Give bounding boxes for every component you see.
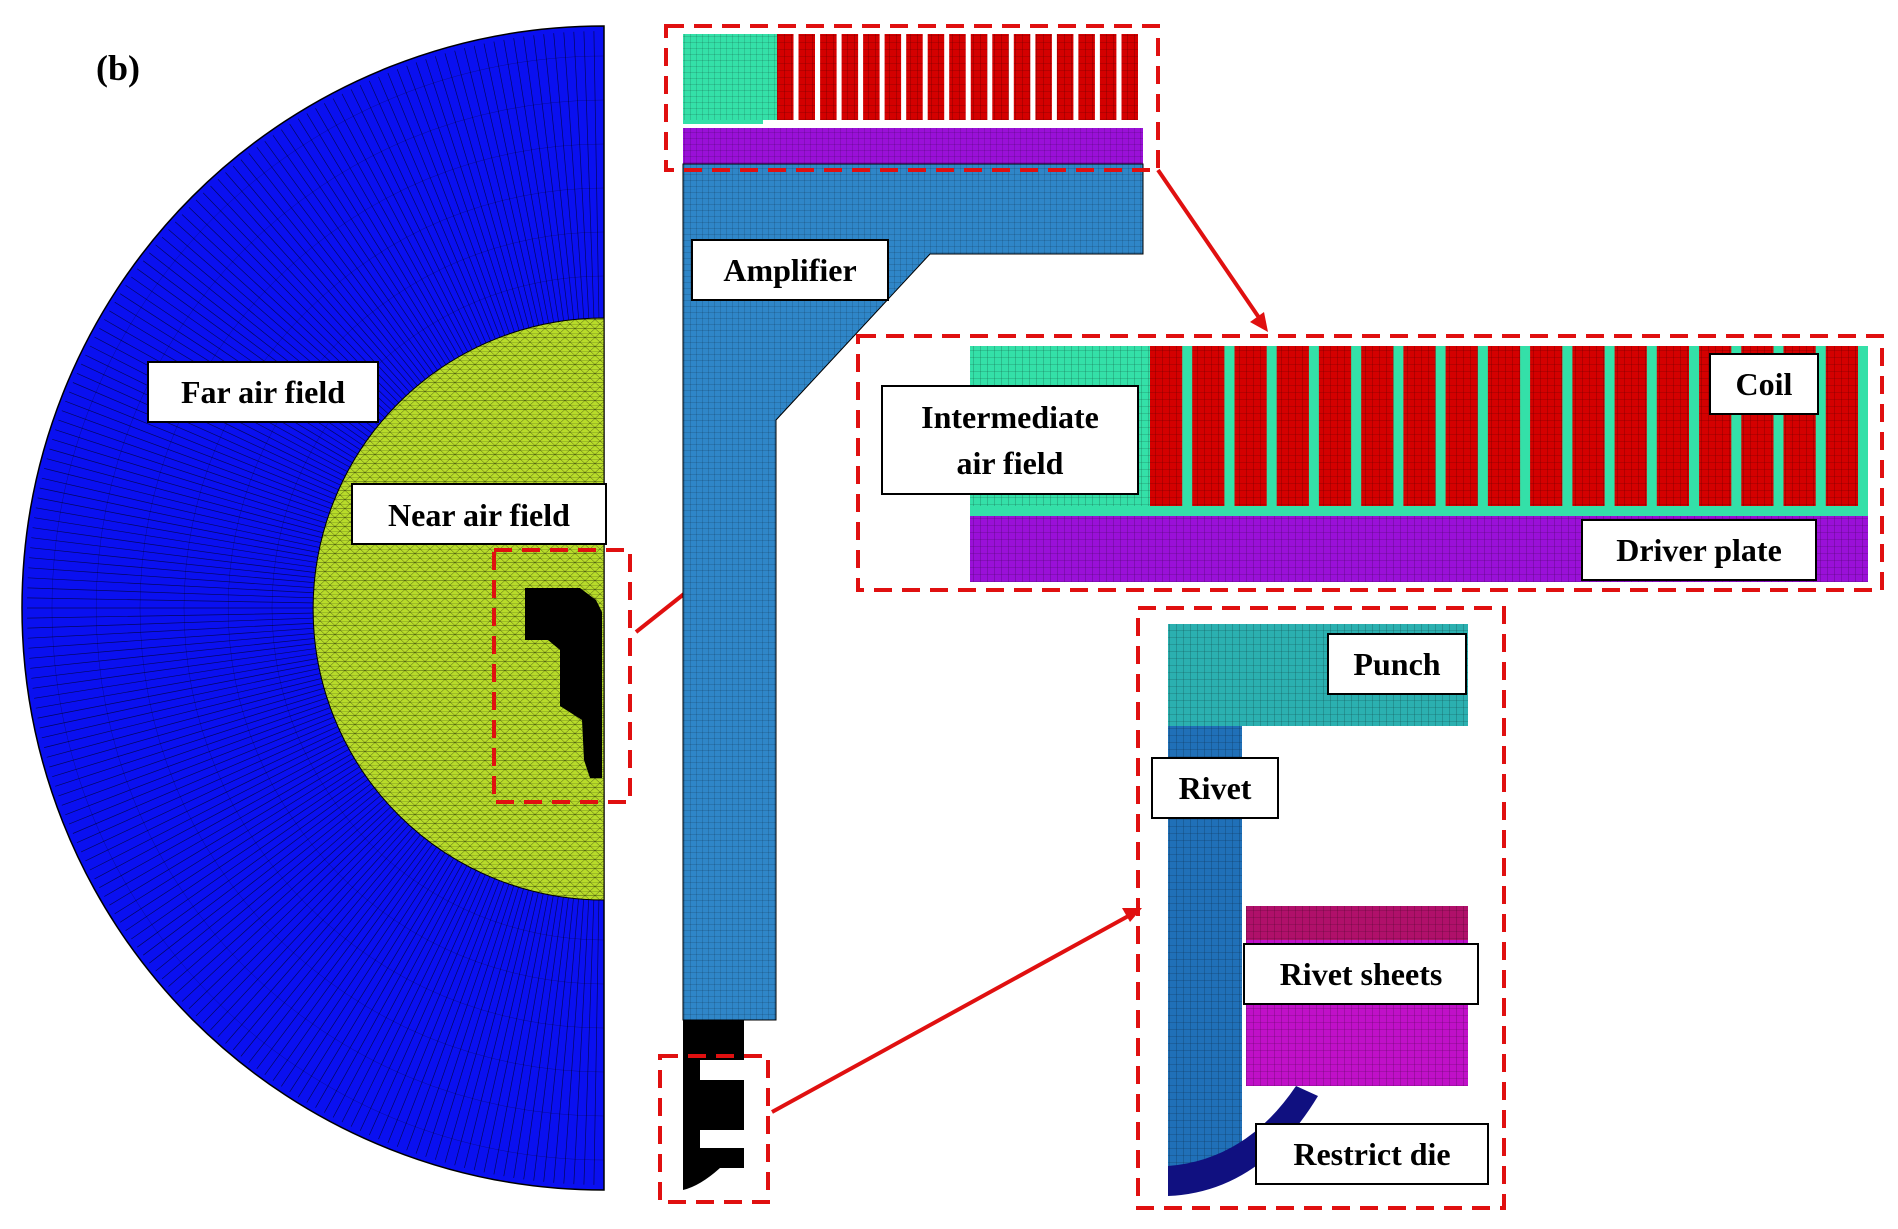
coil-turn-mesh: [1318, 346, 1352, 506]
label-near-air-field: Near air field: [351, 483, 607, 545]
near-air-field-region: [312, 317, 605, 901]
svg-text:Intermediate: Intermediate: [921, 399, 1099, 435]
rivet-zoom: [1168, 624, 1468, 1196]
coil-turn-mesh: [1403, 346, 1436, 506]
arrow-to-rivet-zoom: [771, 908, 1142, 1114]
coil-callout-box: [664, 24, 1160, 172]
svg-text:Rivet: Rivet: [1179, 770, 1252, 806]
coil-turn-mesh: [906, 34, 923, 120]
coil-turn-mesh: [1192, 346, 1225, 506]
label-intermediate-air-field: Intermediate air field: [881, 385, 1139, 495]
coil-turn-mesh: [1276, 346, 1309, 506]
svg-text:Punch: Punch: [1353, 646, 1440, 682]
coil-turn-mesh: [1656, 346, 1689, 506]
coil-turn-mesh: [1445, 346, 1478, 506]
svg-text:Coil: Coil: [1736, 366, 1793, 402]
coil-turn-mesh: [1121, 34, 1138, 120]
coil-turn-mesh: [863, 34, 880, 120]
coil-turn-mesh: [949, 34, 966, 120]
coil-turn-mesh: [1078, 34, 1095, 120]
svg-text:Far air field: Far air field: [181, 374, 345, 410]
panel-label: (b): [96, 48, 140, 88]
coil-turn-mesh: [820, 34, 837, 120]
coil-turn-mesh: [1530, 346, 1563, 506]
coil-turn-mesh: [1614, 346, 1647, 506]
label-rivet-sheets: Rivet sheets: [1243, 943, 1479, 1005]
label-restrict-die: Restrict die: [1255, 1123, 1489, 1185]
coil-turn-mesh: [1150, 346, 1183, 506]
rivet-zoom-frame: [1136, 606, 1506, 1210]
coil-turn-mesh: [992, 34, 1009, 120]
tool-silhouette: [525, 588, 602, 778]
svg-text:Restrict die: Restrict die: [1293, 1136, 1450, 1172]
coil-turn-mesh: [841, 34, 859, 120]
label-far-air-field: Far air field: [147, 361, 379, 423]
near-field-callout-box: [492, 548, 632, 804]
coil-turn-mesh: [798, 34, 815, 120]
arrow-to-coil-zoom: [1156, 168, 1268, 332]
svg-text:air field: air field: [957, 445, 1064, 481]
rivet-tool-callout-box: [658, 1054, 770, 1204]
coil-zoom-frame: [856, 334, 1884, 592]
svg-text:Driver plate: Driver plate: [1616, 532, 1782, 568]
coil-turn-mesh: [1234, 346, 1267, 506]
coil-turn-mesh: [1013, 34, 1031, 120]
coil-turn-mesh: [1825, 346, 1858, 506]
label-punch: Punch: [1327, 633, 1467, 695]
coil-assembly-small: [683, 34, 1143, 164]
coil-turn-mesh: [1487, 346, 1521, 506]
coil-turn-mesh: [1361, 346, 1394, 506]
rivet-tool-silhouette: [683, 1020, 744, 1190]
label-driver-plate: Driver plate: [1581, 519, 1817, 581]
coil-turn-mesh: [1056, 34, 1074, 120]
coil-turn-mesh: [1035, 34, 1052, 120]
svg-text:Amplifier: Amplifier: [723, 252, 856, 288]
coil-turn-mesh: [1572, 346, 1605, 506]
coil-turn-mesh: [927, 34, 945, 120]
label-amplifier: Amplifier: [691, 239, 889, 301]
coil-turn-mesh: [970, 34, 988, 120]
svg-text:Rivet sheets: Rivet sheets: [1280, 956, 1443, 992]
coil-turn-mesh: [884, 34, 902, 120]
label-rivet: Rivet: [1151, 757, 1279, 819]
svg-text:Near air field: Near air field: [388, 497, 570, 533]
coil-turn-mesh: [777, 34, 794, 120]
coil-turn-mesh: [1099, 34, 1117, 120]
label-coil: Coil: [1709, 353, 1819, 415]
